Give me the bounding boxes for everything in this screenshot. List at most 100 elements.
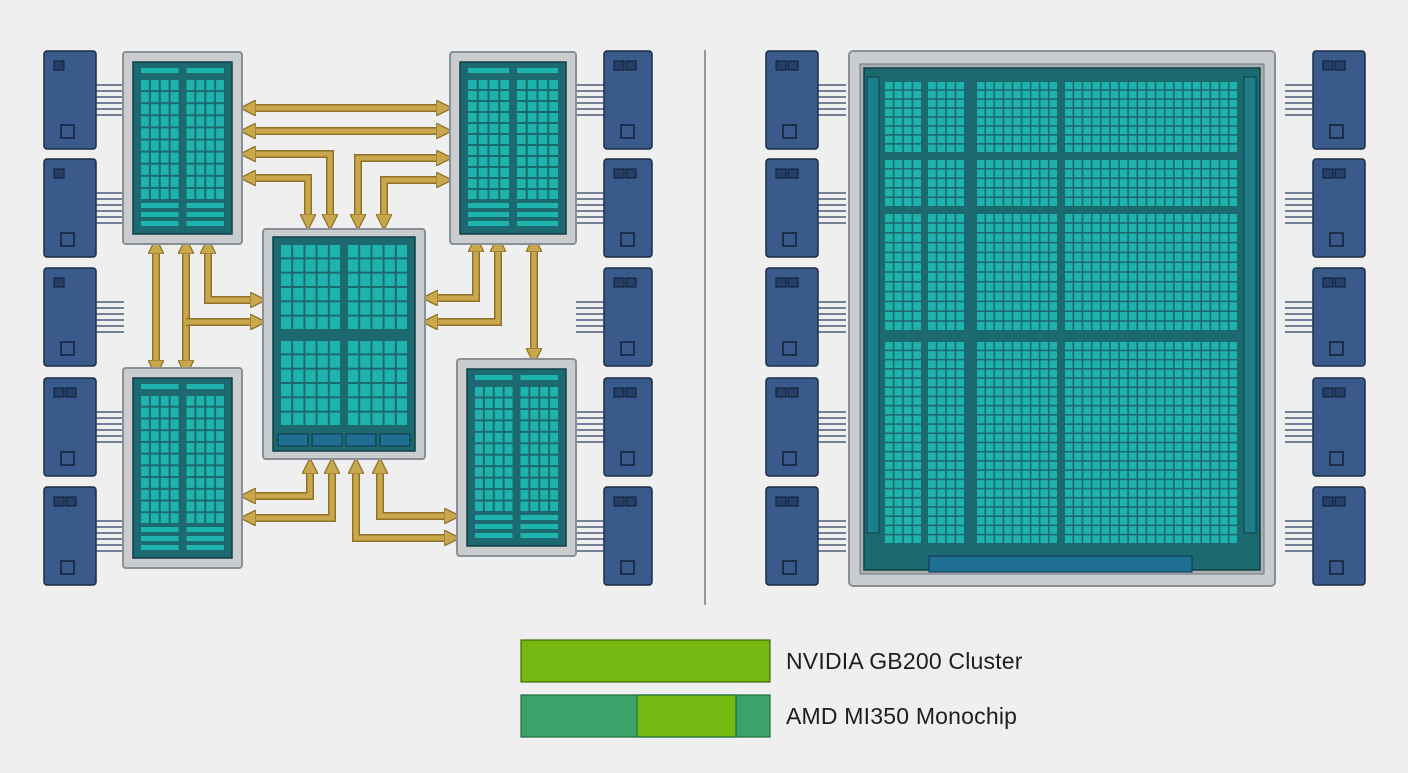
compute-cell bbox=[468, 91, 477, 100]
compute-cell bbox=[1211, 126, 1219, 135]
compute-cell bbox=[1083, 117, 1091, 126]
compute-cell bbox=[1065, 378, 1073, 387]
compute-cell bbox=[1049, 415, 1057, 424]
compute-cell bbox=[977, 443, 985, 451]
compute-cell bbox=[504, 444, 513, 454]
compute-cell bbox=[1074, 406, 1082, 415]
compute-cell bbox=[1192, 461, 1201, 470]
compute-cell bbox=[186, 176, 195, 187]
compute-cell bbox=[894, 233, 903, 242]
compute-cell bbox=[977, 243, 985, 252]
compute-cell bbox=[986, 160, 994, 168]
compute-cell bbox=[141, 152, 149, 163]
compute-cell bbox=[305, 302, 316, 315]
compute-cell bbox=[1183, 526, 1192, 534]
compute-cell bbox=[500, 113, 509, 122]
compute-cell bbox=[1040, 535, 1048, 543]
compute-cell bbox=[928, 369, 936, 378]
compute-cell bbox=[1065, 498, 1073, 507]
compute-cell bbox=[885, 397, 893, 405]
compute-cell bbox=[928, 253, 936, 262]
compute-cell bbox=[1092, 470, 1100, 479]
compute-cell bbox=[1049, 117, 1057, 126]
compute-cell bbox=[1183, 461, 1192, 470]
compute-cell bbox=[937, 243, 946, 252]
compute-cell bbox=[1202, 461, 1210, 470]
compute-cell bbox=[141, 188, 149, 199]
compute-cell bbox=[206, 104, 215, 115]
hbm-marker-square bbox=[1334, 496, 1346, 507]
compute-cell bbox=[1174, 415, 1183, 424]
compute-cell bbox=[913, 516, 921, 525]
compute-cell bbox=[1040, 198, 1048, 206]
compute-cell bbox=[186, 188, 195, 199]
compute-cell bbox=[1101, 535, 1110, 543]
compute-cell bbox=[946, 397, 955, 405]
compute-cell bbox=[1092, 342, 1100, 350]
compute-cell bbox=[1183, 253, 1192, 262]
hbm-marker-square bbox=[775, 168, 787, 179]
compute-cell bbox=[1192, 489, 1201, 497]
compute-cell bbox=[206, 419, 215, 430]
compute-cell bbox=[1128, 126, 1137, 135]
compute-cell bbox=[1174, 516, 1183, 525]
compute-cell bbox=[1202, 126, 1210, 135]
compute-cell bbox=[1040, 243, 1048, 252]
compute-cell bbox=[150, 80, 159, 91]
compute-cell bbox=[1092, 282, 1100, 291]
compute-cell bbox=[1147, 351, 1155, 359]
compute-cell bbox=[317, 398, 328, 411]
compute-cell bbox=[141, 407, 149, 418]
compute-cell bbox=[216, 466, 224, 477]
compute-cell bbox=[141, 442, 149, 453]
compute-cell bbox=[913, 233, 921, 242]
compute-cell bbox=[928, 82, 936, 90]
compute-cell bbox=[1202, 144, 1210, 152]
compute-cell bbox=[1183, 312, 1192, 321]
compute-cell bbox=[1119, 470, 1128, 479]
compute-cell bbox=[1211, 169, 1219, 178]
compute-cell bbox=[913, 406, 921, 415]
compute-cell bbox=[977, 282, 985, 291]
compute-cell bbox=[1220, 516, 1228, 525]
compute-cell bbox=[206, 478, 215, 488]
compute-cell bbox=[1220, 489, 1228, 497]
compute-cell bbox=[1074, 424, 1082, 433]
compute-cell bbox=[396, 355, 407, 368]
hbm-marker-square bbox=[53, 60, 65, 71]
compute-cell bbox=[1192, 406, 1201, 415]
compute-cell bbox=[1065, 369, 1073, 378]
compute-cell bbox=[995, 108, 1003, 117]
compute-cell bbox=[1156, 351, 1164, 359]
compute-cell bbox=[484, 421, 493, 431]
interconnect-arrow bbox=[248, 466, 332, 518]
compute-cell bbox=[1110, 360, 1119, 369]
compute-cell bbox=[937, 360, 946, 369]
compute-cell bbox=[1192, 282, 1201, 291]
compute-cell bbox=[1092, 223, 1100, 232]
compute-cell bbox=[1119, 397, 1128, 405]
compute-cell bbox=[1083, 188, 1091, 197]
compute-cell bbox=[1147, 406, 1155, 415]
compute-cell bbox=[956, 223, 964, 232]
compute-cell bbox=[1220, 126, 1228, 135]
compute-cell bbox=[1211, 516, 1219, 525]
compute-cell bbox=[885, 443, 893, 451]
compute-cell bbox=[1220, 243, 1228, 252]
compute-cell bbox=[396, 398, 407, 411]
compute-cell bbox=[1083, 415, 1091, 424]
hbm-marker-square bbox=[1322, 496, 1334, 507]
compute-cell bbox=[1022, 144, 1030, 152]
compute-cell bbox=[1083, 388, 1091, 396]
compute-cell bbox=[1110, 443, 1119, 451]
monolithic-die-core bbox=[863, 67, 1261, 571]
compute-cell bbox=[903, 144, 912, 152]
compute-cell bbox=[1004, 243, 1012, 252]
compute-cell bbox=[1031, 388, 1039, 396]
compute-cell bbox=[1083, 126, 1091, 135]
compute-cell bbox=[141, 176, 149, 187]
compute-cell bbox=[937, 461, 946, 470]
compute-cell bbox=[1156, 198, 1164, 206]
compute-cell bbox=[956, 369, 964, 378]
compute-cell bbox=[538, 91, 548, 100]
